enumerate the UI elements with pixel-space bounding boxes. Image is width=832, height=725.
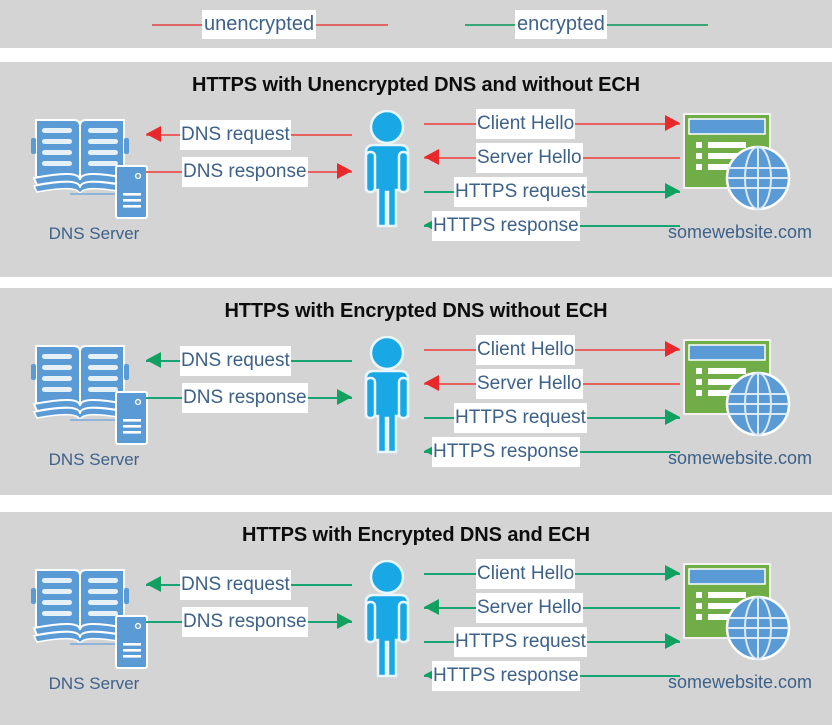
panel-title: HTTPS with Unencrypted DNS and without E… [191, 74, 641, 96]
message-arrow-https-response: HTTPS response [424, 211, 680, 241]
book-server-icon [31, 119, 148, 219]
message-label: DNS response [182, 607, 308, 637]
client-person-icon [348, 109, 426, 228]
arrow-head-right [665, 565, 680, 581]
browser-globe-icon [683, 563, 791, 661]
panel-title: HTTPS with Encrypted DNS without ECH [224, 300, 608, 322]
dns-server-icon [28, 336, 153, 446]
scenario-panel-3: HTTPS with Encrypted DNS and ECH [0, 512, 832, 725]
arrow-head-left [424, 375, 439, 391]
message-label: DNS request [180, 570, 291, 600]
message-label: HTTPS response [432, 437, 580, 467]
message-arrow-server-hello: Server Hello [424, 593, 680, 623]
message-arrow-client-hello: Client Hello [424, 559, 680, 589]
client-person-icon [348, 559, 426, 678]
message-label: HTTPS response [432, 211, 580, 241]
message-arrow-dns-request: DNS request [146, 346, 352, 376]
arrow-head-left [146, 576, 161, 592]
arrow-head-right [337, 389, 352, 405]
client-person-icon [348, 335, 426, 454]
message-label: Server Hello [476, 369, 583, 399]
arrow-head-right [665, 341, 680, 357]
arrow-head-left [424, 599, 439, 615]
arrow-head-right [665, 183, 680, 199]
person-icon [364, 559, 410, 678]
legend-item-unencrypted: unencrypted [152, 0, 388, 48]
website-label: somewebsite.com [667, 448, 813, 468]
arrow-head-right [665, 633, 680, 649]
scenario-panel-2: HTTPS with Encrypted DNS without ECH [0, 288, 832, 495]
panel-title: HTTPS with Encrypted DNS and ECH [242, 524, 590, 546]
dns-server-label: DNS Server [48, 224, 140, 243]
message-arrow-client-hello: Client Hello [424, 109, 680, 139]
legend: unencrypted encrypted [0, 0, 832, 48]
message-arrow-server-hello: Server Hello [424, 143, 680, 173]
arrow-head-right [665, 409, 680, 425]
arrow-head-left [424, 149, 439, 165]
message-arrow-https-request: HTTPS request [424, 403, 680, 433]
scenario-panel-1: HTTPS with Unencrypted DNS and without E… [0, 62, 832, 277]
message-arrow-dns-response: DNS response [146, 157, 352, 187]
message-label: HTTPS request [454, 403, 587, 433]
person-icon [364, 335, 410, 454]
message-arrow-https-response: HTTPS response [424, 661, 680, 691]
arrow-head-left [146, 126, 161, 142]
dns-server-label: DNS Server [48, 450, 140, 469]
website-icon [678, 110, 796, 215]
legend-item-encrypted: encrypted [465, 0, 708, 48]
arrow-head-left [146, 352, 161, 368]
book-server-icon [31, 345, 148, 445]
message-arrow-https-response: HTTPS response [424, 437, 680, 467]
arrow-head-right [337, 613, 352, 629]
website-icon [678, 336, 796, 441]
browser-globe-icon [683, 339, 791, 437]
message-label: HTTPS request [454, 177, 587, 207]
website-icon [678, 560, 796, 665]
dns-server-icon [28, 560, 153, 670]
message-label: Server Hello [476, 143, 583, 173]
message-label: HTTPS request [454, 627, 587, 657]
message-label: DNS response [182, 383, 308, 413]
message-label: Client Hello [476, 109, 576, 139]
book-server-icon [31, 569, 148, 669]
website-label: somewebsite.com [667, 672, 813, 692]
arrow-head-right [337, 163, 352, 179]
message-arrow-server-hello: Server Hello [424, 369, 680, 399]
legend-label-encrypted: encrypted [515, 9, 607, 39]
message-label: Server Hello [476, 593, 583, 623]
website-label: somewebsite.com [667, 222, 813, 242]
message-arrow-dns-response: DNS response [146, 607, 352, 637]
message-label: DNS request [180, 120, 291, 150]
message-arrow-https-request: HTTPS request [424, 177, 680, 207]
message-arrow-dns-request: DNS request [146, 120, 352, 150]
message-label: DNS request [180, 346, 291, 376]
message-arrow-dns-request: DNS request [146, 570, 352, 600]
legend-label-unencrypted: unencrypted [202, 9, 317, 39]
message-arrow-https-request: HTTPS request [424, 627, 680, 657]
message-label: Client Hello [476, 559, 576, 589]
dns-server-icon [28, 110, 153, 220]
person-icon [364, 109, 410, 228]
message-arrow-client-hello: Client Hello [424, 335, 680, 365]
browser-globe-icon [683, 113, 791, 211]
message-label: HTTPS response [432, 661, 580, 691]
arrow-head-right [665, 115, 680, 131]
message-arrow-dns-response: DNS response [146, 383, 352, 413]
dns-server-label: DNS Server [48, 674, 140, 693]
message-label: DNS response [182, 157, 308, 187]
message-label: Client Hello [476, 335, 576, 365]
